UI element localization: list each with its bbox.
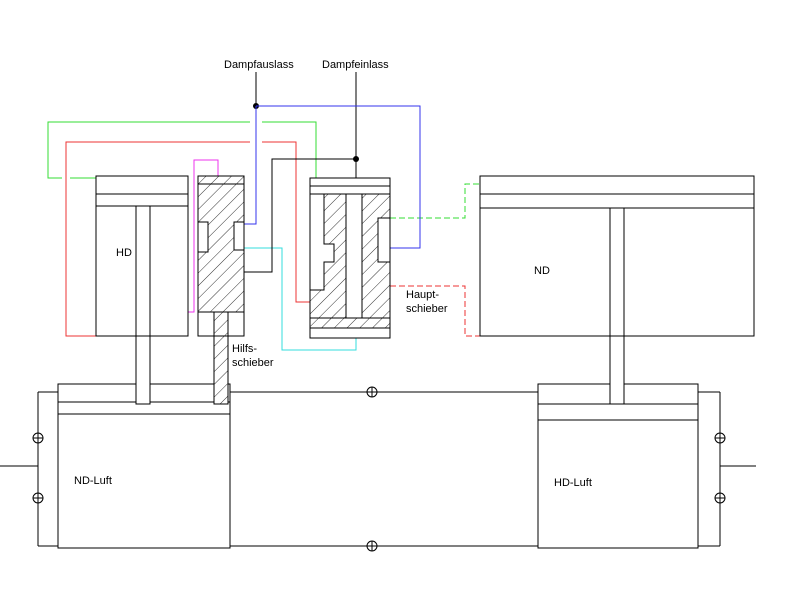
check-valve-left-lower [32, 492, 44, 504]
label-nd-air: ND-Luft [74, 475, 112, 487]
check-valve-top-middle [366, 386, 378, 398]
nd-air-cylinder: ND-Luft [57, 383, 231, 549]
check-valve-right-lower [714, 492, 726, 504]
nd-piston [479, 193, 755, 209]
steam-outlet-pipe [253, 72, 259, 109]
check-valves [32, 386, 726, 552]
label-nd: ND [534, 265, 550, 277]
main-valve-base [309, 317, 391, 329]
aux-valve-spool [197, 175, 245, 313]
nd-air-cylinder-body [57, 383, 231, 549]
label-aux-valve-1: Hilfs- [232, 343, 257, 355]
label-main-valve-2: schieber [406, 303, 448, 315]
label-main-valve-1: Haupt- [406, 289, 439, 301]
cyan-connection-line [244, 247, 357, 351]
red-dashed-line [390, 285, 480, 337]
green-connection-line [47, 121, 317, 179]
main-valve: Haupt- schieber [309, 177, 448, 339]
nd-piston-rod-lower [609, 335, 625, 405]
magenta-connection-line [188, 159, 219, 313]
aux-valve-rod-lower [213, 335, 229, 405]
black-connection-line [244, 158, 356, 273]
main-valve-center-port [345, 193, 363, 319]
green-dashed-line [390, 183, 480, 219]
check-valve-bottom-middle [366, 540, 378, 552]
aux-valve: Hilfs- schieber [197, 175, 274, 405]
hd-air-cylinder: HD-Luft [537, 383, 699, 549]
label-hd: HD [116, 247, 132, 259]
hd-air-piston [537, 403, 699, 421]
blue-connection-line [244, 105, 421, 249]
label-hd-air: HD-Luft [554, 477, 592, 489]
label-aux-valve-2: schieber [232, 357, 274, 369]
hd-cylinder: HD [95, 175, 189, 405]
label-steam-outlet: Dampfauslass [224, 59, 294, 71]
steam-inlet-pipe [353, 72, 359, 178]
red-connection-line [65, 141, 310, 337]
check-valve-left-upper [32, 432, 44, 444]
label-steam-inlet: Dampfeinlass [322, 59, 389, 71]
check-valve-right-upper [714, 432, 726, 444]
nd-cylinder: ND [479, 175, 755, 405]
hd-piston-rod-lower [135, 335, 151, 405]
